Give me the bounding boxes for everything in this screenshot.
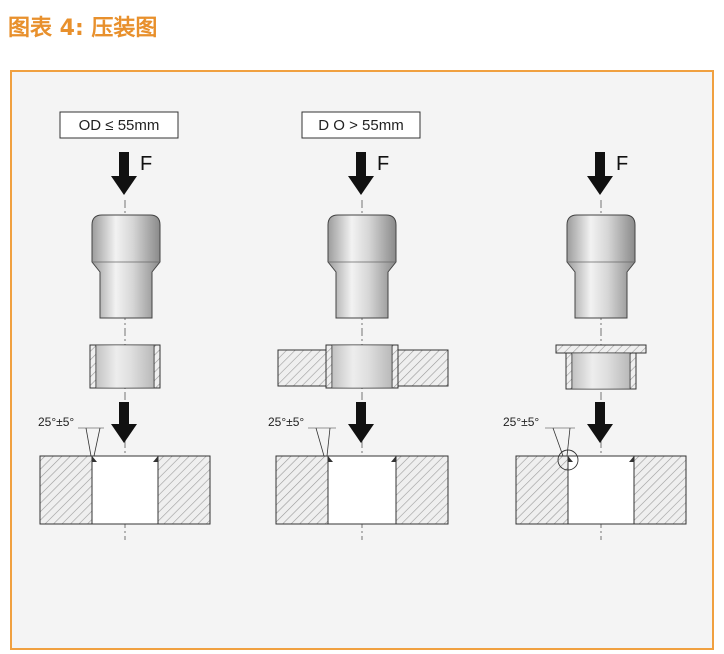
detail-circle-3 bbox=[557, 449, 579, 471]
insert-arrow-icon bbox=[587, 402, 613, 443]
force-label-3: F bbox=[616, 153, 628, 175]
bushing-1 bbox=[89, 344, 161, 389]
size-label-2: D O > 55mm bbox=[318, 117, 403, 134]
press-mandrel-1 bbox=[91, 214, 161, 319]
panel-3: F 25°±5° bbox=[503, 152, 687, 540]
press-mandrel-3 bbox=[566, 214, 636, 319]
housing-2 bbox=[275, 455, 449, 525]
bushing-2 bbox=[325, 344, 399, 389]
housing-3 bbox=[515, 455, 687, 525]
force-label-1: F bbox=[140, 153, 152, 175]
force-arrow-icon bbox=[111, 152, 137, 195]
press-mandrel-2 bbox=[327, 214, 397, 319]
chamfer-angle-1: 25°±5° bbox=[38, 415, 74, 429]
figure-title: 图表 4: 压装图 bbox=[8, 16, 158, 41]
chamfer-angle-3: 25°±5° bbox=[503, 415, 539, 429]
panel-1: OD ≤ 55mm F 25°±5° bbox=[38, 111, 211, 540]
insert-arrow-icon bbox=[348, 402, 374, 443]
insert-arrow-icon bbox=[111, 402, 137, 443]
force-arrow-icon bbox=[348, 152, 374, 195]
size-label-box-1 bbox=[59, 111, 179, 139]
flanged-bushing-3 bbox=[555, 344, 647, 390]
chamfer-angle-2: 25°±5° bbox=[268, 415, 304, 429]
force-label-2: F bbox=[377, 153, 389, 175]
housing-1 bbox=[39, 455, 211, 525]
force-arrow-icon bbox=[587, 152, 613, 195]
size-label-1: OD ≤ 55mm bbox=[79, 117, 160, 134]
size-label-box-2 bbox=[301, 111, 421, 139]
guide-plate-2 bbox=[277, 349, 449, 387]
panel-2: D O > 55mm F 25°±5° bbox=[268, 111, 449, 540]
